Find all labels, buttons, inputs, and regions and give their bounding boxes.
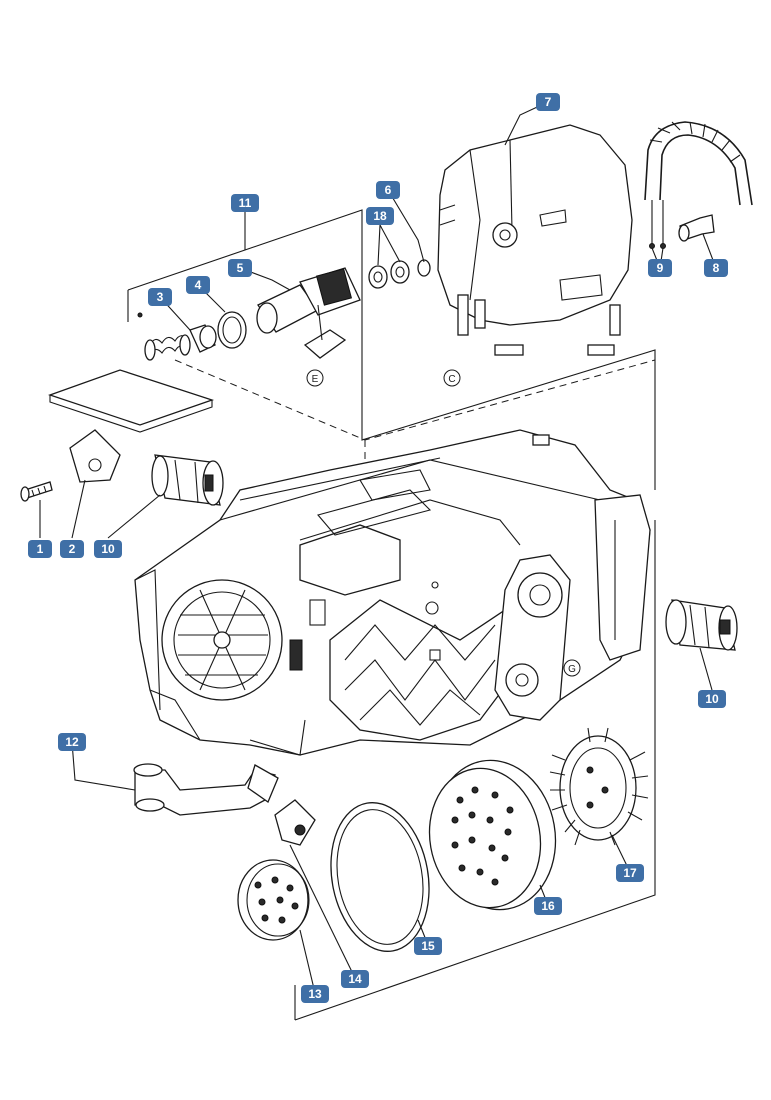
callout-3: 3	[148, 288, 172, 306]
bushing-left	[151, 454, 224, 506]
marker-e: E	[306, 369, 324, 387]
svg-text:17: 17	[623, 866, 637, 880]
inlet-fitting	[256, 267, 361, 359]
svg-text:16: 16	[541, 899, 555, 913]
valve-spring	[137, 312, 217, 361]
callout-17: 17	[616, 864, 644, 882]
callout-1: 1	[28, 540, 52, 558]
lid-flap	[48, 369, 215, 483]
hose-cable	[644, 121, 753, 249]
svg-text:E: E	[312, 374, 319, 385]
callout-16: 16	[534, 897, 562, 915]
leader-lines	[39, 101, 717, 994]
svg-text:18: 18	[373, 209, 387, 223]
group-bracket-lower	[294, 520, 656, 1021]
svg-text:15: 15	[421, 939, 435, 953]
o-ring-part	[217, 311, 247, 349]
disc-holes	[451, 786, 514, 886]
svg-text:8: 8	[713, 261, 720, 275]
svg-text:6: 6	[385, 183, 392, 197]
svg-text:10: 10	[101, 542, 115, 556]
plug-part	[678, 214, 715, 242]
callout-9: 9	[648, 259, 672, 277]
svg-text:14: 14	[348, 972, 362, 986]
perforated-plate	[237, 859, 310, 941]
svg-text:3: 3	[157, 290, 164, 304]
washers-set	[368, 259, 431, 289]
callout-10-left: 10	[94, 540, 122, 558]
callout-14: 14	[341, 970, 369, 988]
gasket-ring	[330, 802, 430, 952]
spiked-drum	[549, 727, 649, 846]
svg-text:4: 4	[195, 278, 202, 292]
svg-text:1: 1	[37, 542, 44, 556]
callout-8: 8	[704, 259, 728, 277]
svg-text:7: 7	[545, 95, 552, 109]
marker-c: C	[443, 369, 461, 387]
callouts: 1 2 3 4 5 6 7 8 9 10 10 11 12 13 14 15 1…	[28, 93, 728, 1003]
group-bracket-11	[127, 209, 656, 490]
assembly-dashed-lines	[174, 359, 656, 460]
callout-15: 15	[414, 937, 442, 955]
svg-text:11: 11	[239, 196, 252, 210]
svg-text:G: G	[568, 664, 576, 675]
marker-g: G	[563, 659, 581, 677]
callout-13: 13	[301, 985, 329, 1003]
elbow-pipe	[133, 763, 279, 816]
callout-11: 11	[231, 194, 259, 212]
callout-5: 5	[228, 259, 252, 277]
bushing-right	[665, 599, 738, 651]
svg-text:2: 2	[69, 542, 76, 556]
callout-6: 6	[376, 181, 400, 199]
nozzle-part	[274, 799, 316, 846]
svg-text:5: 5	[237, 261, 244, 275]
svg-text:9: 9	[657, 261, 664, 275]
cutting-disc	[428, 759, 557, 911]
svg-text:C: C	[448, 374, 455, 385]
svg-text:12: 12	[65, 735, 79, 749]
callout-10-right: 10	[698, 690, 726, 708]
callout-4: 4	[186, 276, 210, 294]
callout-12: 12	[58, 733, 86, 751]
callout-18: 18	[366, 207, 394, 225]
main-housing	[134, 429, 651, 756]
callout-2: 2	[60, 540, 84, 558]
svg-text:10: 10	[705, 692, 719, 706]
pump-housing	[437, 124, 633, 356]
screw-part	[20, 481, 53, 502]
svg-text:13: 13	[308, 987, 322, 1001]
callout-7: 7	[536, 93, 560, 111]
